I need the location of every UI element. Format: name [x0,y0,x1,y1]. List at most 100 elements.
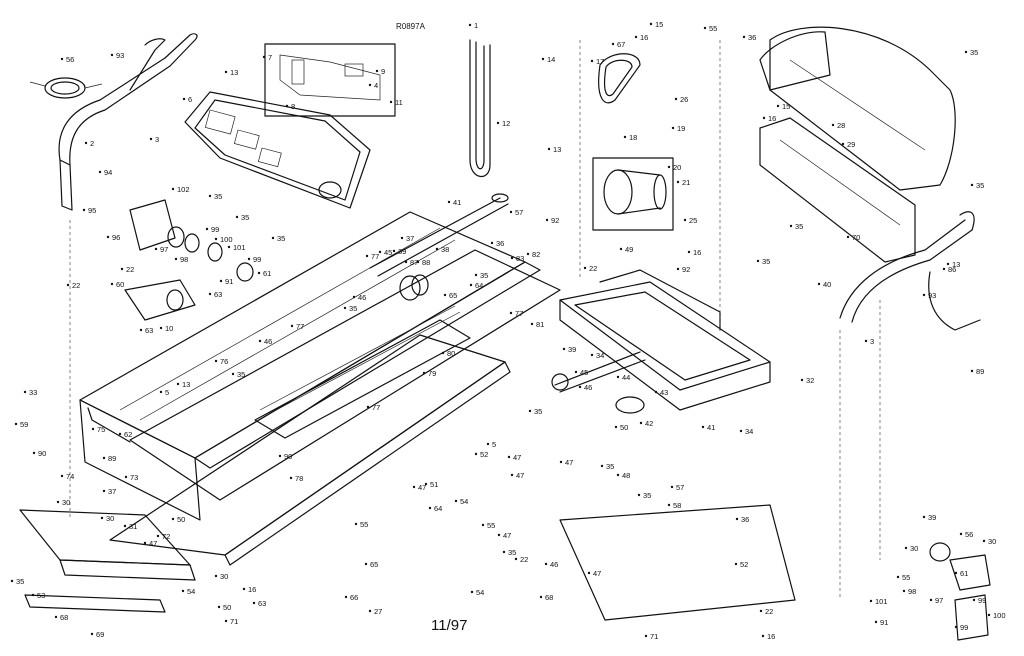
callout-leader-dot [412,485,416,489]
part-callout-27: 27 [374,607,382,616]
part-callout-32: 32 [806,376,814,385]
part-callout-30: 30 [988,537,996,546]
part-callout-47: 47 [149,539,157,548]
callout-leader-dot [242,587,246,591]
hood-bracket [759,117,916,263]
part-callout-55: 55 [487,521,495,530]
callout-leader-dot [874,620,878,624]
part-callout-42: 42 [645,419,653,428]
part-callout-55: 55 [709,24,717,33]
callout-leader-dot [110,53,114,57]
callout-leader-dot [954,625,958,629]
callout-leader-dot [468,23,472,27]
part-callout-35: 35 [480,271,488,280]
part-callout-39: 39 [568,345,576,354]
part-callout-63: 63 [258,599,266,608]
callout-leader-dot [31,593,35,597]
callout-leader-dot [90,632,94,636]
drive-belt [598,53,641,104]
callout-leader-dot [481,523,485,527]
diagram-date: 11/97 [431,617,468,634]
part-callout-7: 7 [268,53,272,62]
callout-leader-dot [474,273,478,277]
part-callout-36: 36 [496,239,504,248]
part-callout-50: 50 [620,423,628,432]
part-callout-28: 28 [837,121,845,130]
part-callout-54: 54 [476,588,484,597]
part-callout-89: 89 [976,367,984,376]
callout-leader-dot [66,283,70,287]
diagram-code: R0897A [396,22,425,31]
callout-leader-dot [541,57,545,61]
callout-leader-dot [441,351,445,355]
part-callout-50: 50 [223,603,231,612]
callout-leader-dot [344,595,348,599]
part-callout-16: 16 [248,585,256,594]
callout-leader-dot [154,247,158,251]
callout-leader-dot [759,609,763,613]
part-callout-39: 39 [398,247,406,256]
motor-parts [124,199,254,321]
part-callout-82: 82 [532,250,540,259]
callout-leader-dot [904,546,908,550]
callout-leader-dot [60,57,64,61]
part-callout-35: 35 [241,213,249,222]
callout-leader-dot [368,609,372,613]
callout-leader-dot [156,534,160,538]
callout-leader-dot [343,306,347,310]
part-callout-35: 35 [508,548,516,557]
callout-leader-dot [214,359,218,363]
callout-leader-dot [614,425,618,429]
part-callout-55: 55 [360,520,368,529]
part-callout-22: 22 [520,555,528,564]
part-callout-3: 3 [155,135,159,144]
callout-leader-dot [902,589,906,593]
part-callout-47: 47 [503,531,511,540]
callout-leader-dot [639,421,643,425]
callout-leader-dot [817,282,821,286]
part-callout-54: 54 [460,497,468,506]
callout-leader-dot [509,311,513,315]
part-callout-35: 35 [606,462,614,471]
callout-leader-dot [60,474,64,478]
callout-leader-dot [670,485,674,489]
part-callout-16: 16 [768,114,776,123]
callout-leader-dot [959,532,963,536]
callout-leader-dot [435,247,439,251]
callout-leader-dot [354,522,358,526]
part-callout-47: 47 [513,453,521,462]
callout-leader-dot [208,194,212,198]
controller-inset [592,157,674,231]
guide-lines [69,40,881,600]
callout-leader-dot [224,70,228,74]
callout-leader-dot [123,524,127,528]
part-callout-12: 12 [502,119,510,128]
callout-leader-dot [428,506,432,510]
callout-leader-dot [106,235,110,239]
callout-leader-dot [676,180,680,184]
part-callout-52: 52 [740,560,748,569]
part-callout-35: 35 [237,370,245,379]
part-callout-99: 99 [253,255,261,264]
callout-leader-dot [366,405,370,409]
rear-roller-assembly [551,351,646,414]
part-callout-91: 91 [225,277,233,286]
part-callout-80: 80 [447,349,455,358]
part-callout-49: 49 [625,245,633,254]
part-callout-88: 88 [422,258,430,267]
part-callout-81: 81 [536,320,544,329]
callout-leader-dot [474,452,478,456]
part-callout-1: 1 [474,21,478,30]
callout-leader-dot [590,59,594,63]
part-callout-77: 77 [296,322,304,331]
callout-leader-dot [205,227,209,231]
callout-leader-dot [831,123,835,127]
callout-leader-dot [214,574,218,578]
callout-leader-dot [970,369,974,373]
part-callout-55: 55 [902,573,910,582]
callout-leader-dot [118,432,122,436]
part-callout-6: 6 [188,95,192,104]
part-callout-13: 13 [952,260,960,269]
callout-leader-dot [159,390,163,394]
callout-leader-dot [447,200,451,204]
